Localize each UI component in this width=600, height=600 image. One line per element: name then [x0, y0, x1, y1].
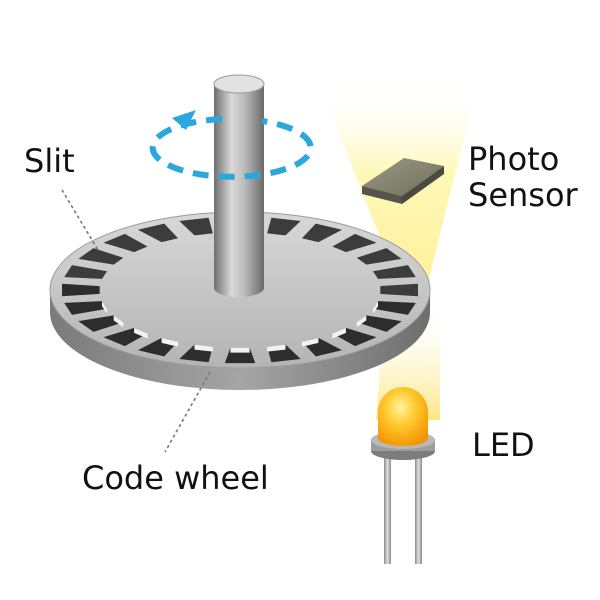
- slit: [137, 223, 179, 243]
- shaft-top: [213, 74, 265, 94]
- rotation-arrow-icon: [149, 110, 314, 180]
- slit: [301, 223, 343, 243]
- code-wheel-label: Code wheel: [82, 459, 269, 497]
- slit: [78, 248, 124, 265]
- slit: [373, 265, 416, 279]
- slit-wall: [102, 301, 107, 314]
- slit: [332, 233, 377, 253]
- photo-sensor-icon: [362, 158, 444, 204]
- code-wheel-edge: [50, 290, 430, 390]
- shaft: [214, 84, 264, 297]
- photo-sensor-label-line2: Sensor: [468, 176, 579, 214]
- slit-wall: [332, 327, 346, 339]
- slit: [373, 301, 416, 315]
- slit: [356, 315, 402, 332]
- slit-wall: [267, 344, 286, 352]
- slit-label: Slit: [24, 142, 75, 180]
- slit-wall: [161, 337, 179, 347]
- slit: [62, 283, 100, 297]
- slit: [356, 248, 402, 265]
- led-icon: [371, 387, 435, 564]
- slit: [64, 301, 107, 315]
- slit-wall: [134, 327, 148, 339]
- slit: [64, 265, 107, 279]
- slit-wall: [194, 344, 213, 352]
- slit-wall: [373, 301, 378, 314]
- slit-wall: [356, 315, 367, 328]
- slit-wall: [301, 337, 319, 347]
- slit: [267, 217, 301, 236]
- slit: [179, 217, 213, 236]
- slit: [103, 233, 148, 253]
- led-label: LED: [472, 426, 535, 464]
- slit-wall: [113, 315, 124, 328]
- photo-sensor-label-line1: Photo: [468, 140, 559, 178]
- slit-wall: [230, 347, 250, 353]
- code-wheel-slits: [62, 216, 418, 364]
- slit: [380, 283, 418, 297]
- slit: [78, 315, 124, 332]
